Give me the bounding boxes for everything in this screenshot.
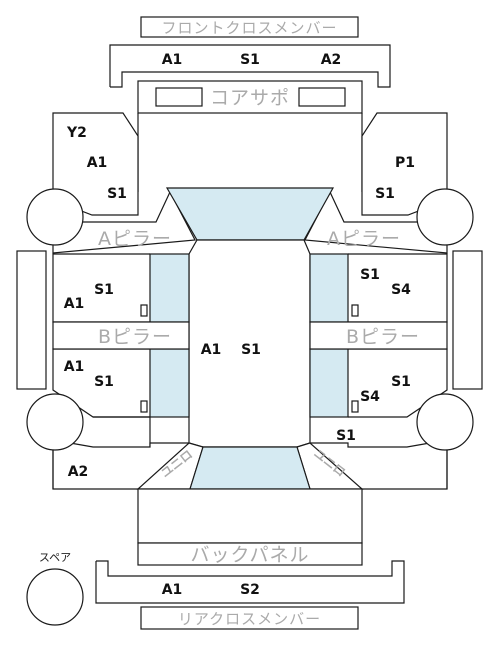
fr-label-p1: P1 xyxy=(395,155,415,171)
b-pillar-right-label: Bピラー xyxy=(346,326,420,348)
back-panel-box xyxy=(137,542,363,566)
lr-label-a1: A1 xyxy=(64,359,85,375)
rocker-right xyxy=(452,250,483,390)
rocker-left xyxy=(16,250,47,390)
fr-label-s1: S1 xyxy=(375,186,395,202)
a-pillar-right-label: Aピラー xyxy=(327,228,401,250)
center-label-a1: A1 xyxy=(201,342,222,358)
front-cross-member-label: フロントクロスメンバー xyxy=(161,19,337,37)
window-left-rear xyxy=(149,348,190,418)
headlight-left xyxy=(155,87,203,107)
back-panel-label: バックパネル xyxy=(190,544,309,566)
lf-label-s1: S1 xyxy=(94,282,114,298)
rear-cross-member-box xyxy=(140,606,359,630)
wheel-rear-right xyxy=(416,393,474,451)
wheel-front-right xyxy=(416,188,474,246)
rr-label-s1b: S1 xyxy=(336,428,356,444)
b-pillar-right xyxy=(309,321,448,350)
front-label-a1: A1 xyxy=(162,52,183,68)
spare-label: スペア xyxy=(39,551,71,564)
headlight-right xyxy=(298,87,346,107)
rf-label-s4: S4 xyxy=(391,282,411,298)
rear-cross-member-label: リアクロスメンバー xyxy=(178,610,321,628)
fl-label-s1: S1 xyxy=(107,186,127,202)
front-label-s1: S1 xyxy=(240,52,260,68)
lr-label-s1: S1 xyxy=(94,374,114,390)
center-label-s1: S1 xyxy=(241,342,261,358)
fl-label-a1: A1 xyxy=(87,155,108,171)
rear-label-a1: A1 xyxy=(162,582,183,598)
door-handle-lf xyxy=(140,304,148,317)
rear-window xyxy=(189,446,311,490)
trunk-lid xyxy=(137,488,363,544)
rr-label-s1: S1 xyxy=(391,374,411,390)
wheel-rear-left xyxy=(26,393,84,451)
front-label-a2: A2 xyxy=(321,52,342,68)
door-handle-rr xyxy=(351,400,359,413)
spare-tire xyxy=(26,568,84,626)
rr-label-s4: S4 xyxy=(360,389,380,405)
window-right-front xyxy=(309,253,349,323)
fl-label-y2: Y2 xyxy=(66,125,87,141)
lf-label-a1: A1 xyxy=(64,296,85,312)
b-pillar-left xyxy=(52,321,190,350)
front-bumper xyxy=(109,44,391,88)
rear-label-s2: S2 xyxy=(240,582,260,598)
core-support-label: コアサポ xyxy=(210,87,290,109)
wheel-front-left xyxy=(26,188,84,246)
front-right-fender xyxy=(361,112,448,216)
b-pillar-left-label: Bピラー xyxy=(98,326,172,348)
rear-bumper xyxy=(95,560,405,604)
door-handle-lr xyxy=(140,400,148,413)
window-left-front xyxy=(149,253,190,323)
windshield xyxy=(165,187,335,241)
rf-label-s1: S1 xyxy=(360,267,380,283)
window-right-rear xyxy=(309,348,349,418)
a-pillar-left-label: Aピラー xyxy=(98,228,172,250)
front-cross-member-box xyxy=(140,16,359,38)
rl-label-a2: A2 xyxy=(68,464,89,480)
door-handle-rf xyxy=(351,304,359,317)
